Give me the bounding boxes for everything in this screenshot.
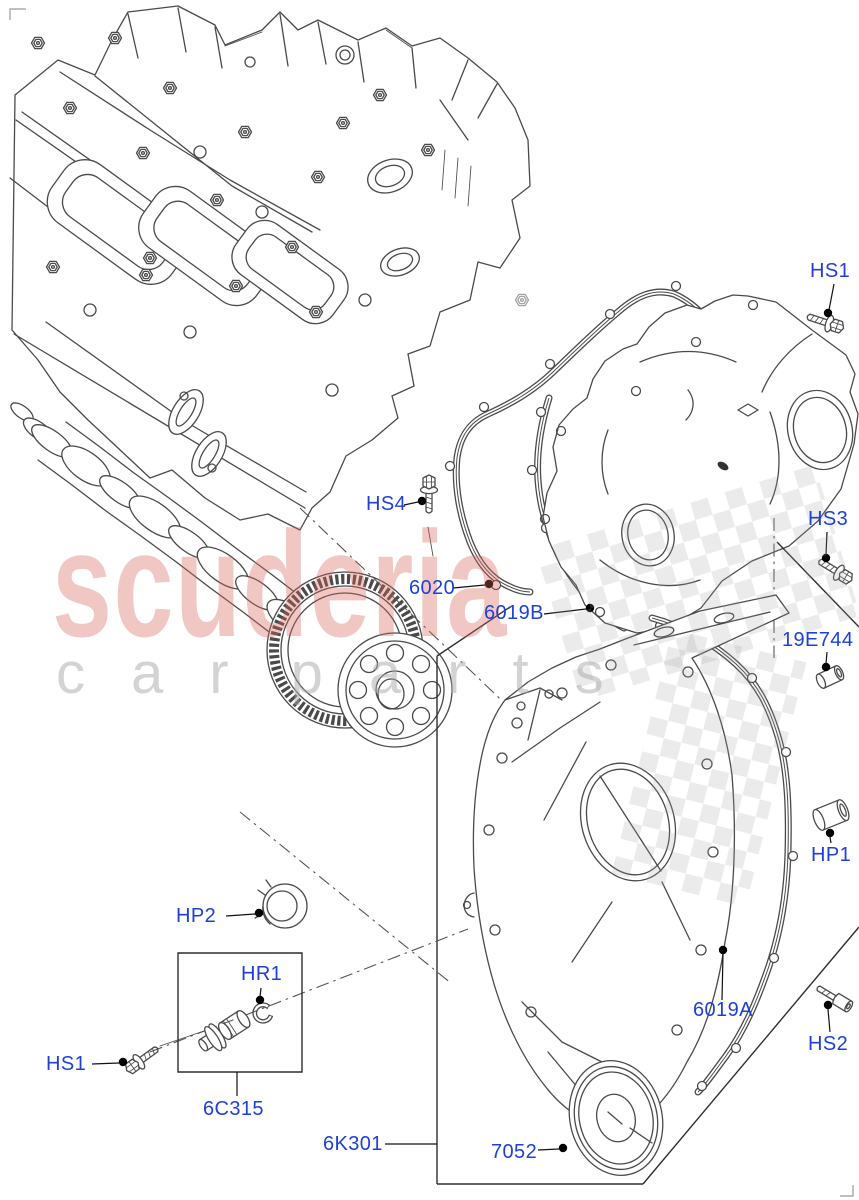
plug-hp1	[811, 798, 852, 832]
callout-6c315[interactable]: 6C315	[203, 1098, 264, 1120]
crankshaft-seal	[548, 1051, 675, 1186]
callout-hp1[interactable]: HP1	[811, 844, 852, 866]
plug-hp2	[255, 880, 307, 928]
callout-hs4[interactable]: HS4	[366, 493, 407, 515]
bolt-hs4	[419, 474, 439, 514]
callout-hp2[interactable]: HP2	[176, 905, 217, 927]
crop-mark-top-left	[10, 9, 26, 20]
callout-hs2[interactable]: HS2	[808, 1033, 849, 1055]
callout-hs3[interactable]: HS3	[808, 508, 849, 530]
bolt-hs3	[814, 552, 857, 589]
lower-timing-cover	[464, 595, 790, 1128]
callout-hr1[interactable]: HR1	[241, 963, 283, 985]
upper-timing-cover	[541, 295, 859, 633]
callout-19e744[interactable]: 19E744	[782, 629, 854, 651]
crank-flange	[338, 633, 452, 747]
crop-mark-bottom-right	[840, 1185, 853, 1196]
bolt-hs2	[813, 981, 855, 1014]
sensor-6c315	[193, 1005, 255, 1059]
callout-hs1-bottom[interactable]: HS1	[46, 1053, 87, 1075]
callout-7052[interactable]: 7052	[491, 1141, 538, 1163]
oring-hr1	[253, 1003, 272, 1023]
callout-6k301[interactable]: 6K301	[323, 1133, 383, 1155]
gasket-6020	[446, 282, 721, 593]
callout-6019b[interactable]: 6019B	[484, 602, 544, 624]
chain-links	[162, 384, 234, 482]
callout-hs1-top[interactable]: HS1	[810, 260, 851, 282]
bolt-hs1-bottom	[121, 1040, 164, 1079]
sensor-kit-box	[178, 953, 302, 1072]
callout-6020[interactable]: 6020	[409, 577, 456, 599]
leader-lines	[92, 284, 834, 1153]
construction-lines	[150, 508, 859, 1184]
dowel-19e744	[814, 664, 845, 689]
engine-block	[10, 6, 530, 530]
bolt-axis-lines	[160, 527, 433, 1046]
callout-6019a[interactable]: 6019A	[693, 999, 753, 1021]
